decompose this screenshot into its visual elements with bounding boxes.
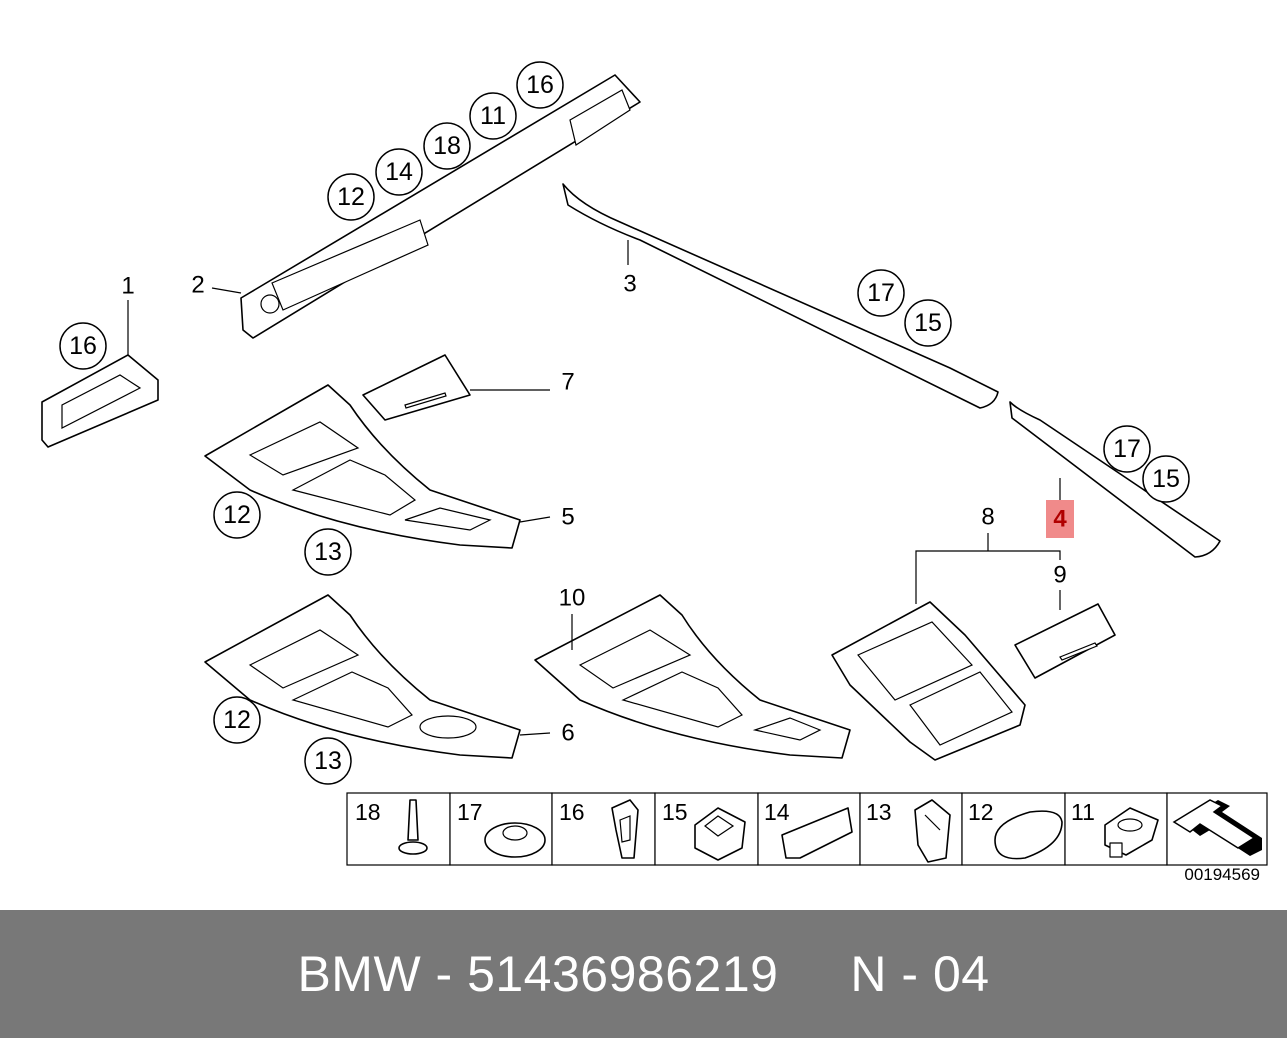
part-10-console-trim <box>534 594 851 759</box>
part-label-9: 9 <box>1053 562 1066 589</box>
callouts: 16 12 14 18 11 16 17 15 17 15 12 13 12 1… <box>59 61 1190 785</box>
callout-17-part3: 17 <box>857 269 905 317</box>
part-label-1: 1 <box>121 273 134 300</box>
callout-17-part4: 17 <box>1103 425 1151 473</box>
part-1-side-trim <box>41 354 159 448</box>
part-6-console-trim <box>204 594 521 759</box>
foam-pad-icon <box>994 810 1063 860</box>
footer-part-number: BMW - 51436986219 N - 04 <box>297 946 990 1002</box>
svg-text:12: 12 <box>223 706 251 734</box>
part-5-console-trim <box>204 384 521 549</box>
legend-cell-arrow <box>1166 792 1268 866</box>
part-label-3: 3 <box>623 271 636 298</box>
callout-11-part2: 11 <box>469 92 517 140</box>
svg-text:12: 12 <box>223 501 251 529</box>
svg-text:17: 17 <box>1113 435 1141 463</box>
direction-arrow-icon <box>1172 799 1262 856</box>
pin-icon <box>398 799 428 855</box>
highlight-box <box>1046 500 1074 538</box>
hardware-legend: 18 17 16 15 <box>346 792 1268 866</box>
svg-text:16: 16 <box>559 799 585 825</box>
part-label-2: 2 <box>191 272 204 299</box>
part-7-cover <box>362 354 471 421</box>
callout-15-part3: 15 <box>904 299 952 347</box>
legend-cell-16: 16 <box>551 792 656 866</box>
callout-13-part6: 13 <box>304 737 352 785</box>
svg-text:13: 13 <box>314 538 342 566</box>
push-nut-icon <box>1104 807 1159 858</box>
part-label-7: 7 <box>561 369 574 396</box>
svg-text:15: 15 <box>662 799 688 825</box>
svg-text:17: 17 <box>867 279 895 307</box>
svg-text:16: 16 <box>69 332 97 360</box>
part-3-long-trim <box>562 183 999 409</box>
part-8-cupholder-frame <box>831 601 1026 761</box>
part-label-4[interactable]: 4 <box>1053 506 1067 533</box>
callout-14-part2: 14 <box>375 148 423 196</box>
spring-clip-icon <box>611 799 639 859</box>
parts-diagram: 1 2 3 4 5 6 7 8 9 10 16 12 14 18 11 16 1… <box>41 61 1268 884</box>
diagram-id: 00194569 <box>1184 865 1260 884</box>
legend-cell-18: 18 <box>346 792 451 866</box>
callout-18-part2: 18 <box>423 122 471 170</box>
callout-12-part6: 12 <box>213 696 261 744</box>
legend-cell-13: 13 <box>859 792 963 866</box>
svg-text:12: 12 <box>968 799 994 825</box>
callout-15-part4: 15 <box>1142 455 1190 503</box>
callout-16-part2: 16 <box>516 61 564 109</box>
part-4-door-trim <box>1009 401 1221 558</box>
svg-text:11: 11 <box>1071 799 1095 825</box>
square-clip-icon <box>694 807 746 861</box>
bracket-icon <box>781 807 853 859</box>
svg-text:18: 18 <box>355 799 381 825</box>
part-2-dashboard-trim <box>240 74 641 339</box>
expanding-clip-icon <box>914 799 951 863</box>
callout-16-part1: 16 <box>59 322 107 370</box>
svg-text:17: 17 <box>457 799 483 825</box>
svg-text:16: 16 <box>526 71 554 99</box>
callout-13-part5: 13 <box>304 528 352 576</box>
svg-text:18: 18 <box>433 132 461 160</box>
svg-text:12: 12 <box>337 183 365 211</box>
part-labels: 1 2 3 4 5 6 7 8 9 10 <box>121 271 1074 747</box>
part-label-8: 8 <box>981 504 994 531</box>
legend-cell-14: 14 <box>757 792 861 866</box>
legend-cell-12: 12 <box>961 792 1066 866</box>
svg-text:11: 11 <box>480 102 506 130</box>
part-label-10: 10 <box>559 585 586 612</box>
svg-text:15: 15 <box>914 309 942 337</box>
callout-12-part5: 12 <box>213 491 261 539</box>
svg-text:13: 13 <box>314 747 342 775</box>
callout-12-part2: 12 <box>327 173 375 221</box>
legend-cell-11: 11 <box>1064 792 1168 866</box>
footer-banner: BMW - 51436986219 N - 04 <box>0 910 1287 1038</box>
svg-text:15: 15 <box>1152 465 1180 493</box>
part-label-5: 5 <box>561 504 574 531</box>
part-label-6: 6 <box>561 720 574 747</box>
svg-text:14: 14 <box>385 158 413 186</box>
clip-washer-icon <box>484 822 546 858</box>
part-9-cover <box>1014 603 1116 679</box>
svg-text:14: 14 <box>764 799 790 825</box>
legend-cell-15: 15 <box>654 792 759 866</box>
svg-text:13: 13 <box>866 799 892 825</box>
legend-cell-17: 17 <box>449 792 553 866</box>
leader-lines <box>127 240 1061 736</box>
